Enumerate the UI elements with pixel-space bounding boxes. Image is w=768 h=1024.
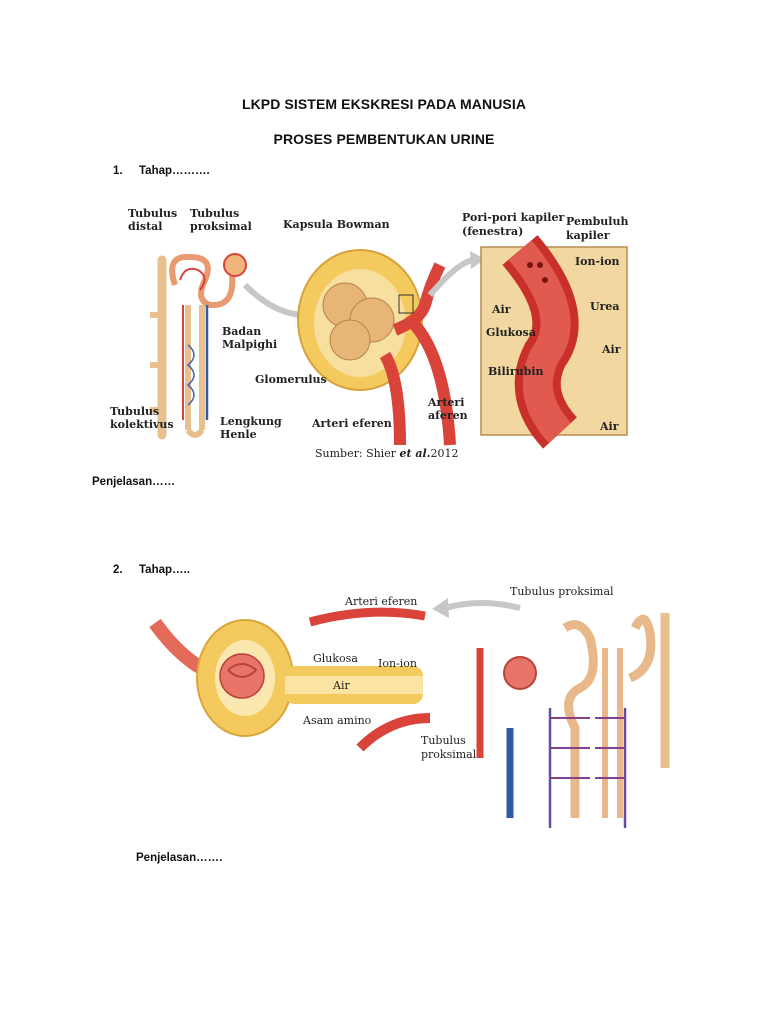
label-arteri-aferen-1: Arteri: [427, 396, 464, 409]
label-lengkung-henle-2: Henle: [220, 428, 257, 441]
label-tubulus-kolektivus-2: kolektivus: [110, 418, 174, 431]
document-subtitle: PROSES PEMBENTUKAN URINE: [273, 131, 495, 147]
bowman-capsule-illustration: [297, 249, 456, 446]
tubule-reabsorption-illustration: [149, 607, 431, 752]
step-1-number: 1.: [113, 165, 123, 177]
label-pori-pori-2: (fenestra): [462, 225, 523, 238]
label-pembuluh-kapiler-2: kapiler: [566, 229, 610, 242]
label-air-3: Air: [599, 420, 619, 433]
label-tubulus-kolektivus-1: Tubulus: [110, 405, 159, 418]
label-air-2: Air: [601, 343, 621, 356]
label-glukosa: Glukosa: [486, 326, 536, 339]
label-tubulus-proksimal-top: Tubulus proksimal: [510, 585, 614, 598]
step-2-explanation: Penjelasan…….: [136, 852, 223, 864]
label-ion-ion: Ion-ion: [575, 255, 620, 268]
step-1-label: Tahap……….: [139, 165, 210, 177]
document-title: LKPD SISTEM EKSKRESI PADA MANUSIA: [241, 96, 527, 112]
step-2-label: Tahap…..: [139, 564, 190, 576]
label-tubulus-distal-2: distal: [128, 220, 162, 233]
label-glomerulus: Glomerulus: [255, 373, 327, 386]
figure-2-reabsorption: Arteri eferen Tubulus proksimal Glukosa …: [149, 585, 670, 828]
step-1-explanation: Penjelasan……: [92, 476, 176, 488]
label-lengkung-henle-1: Lengkung: [220, 415, 282, 428]
figure-1-source: Sumber: Shier et al.2012: [315, 447, 459, 460]
step-2-heading: 2. Tahap…..: [113, 564, 190, 576]
label-pori-pori-1: Pori-pori kapiler: [462, 211, 564, 224]
label-air-fig2: Air: [332, 679, 350, 692]
label-ion-ion-2: Ion-ion: [378, 657, 417, 670]
capillary-closeup-illustration: [480, 235, 628, 449]
label-badan-malpighi-2: Malpighi: [222, 338, 277, 351]
label-air-1: Air: [491, 303, 511, 316]
label-badan-malpighi-1: Badan: [222, 325, 261, 338]
step-2-number: 2.: [113, 564, 123, 576]
nephron-network-illustration: [476, 613, 670, 828]
label-tubulus-distal-1: Tubulus: [128, 207, 177, 220]
label-arteri-eferen: Arteri eferen: [311, 417, 392, 430]
label-arteri-aferen-2: aferen: [428, 409, 468, 422]
label-glukosa-2: Glukosa: [313, 652, 358, 665]
label-arteri-eferen-2: Arteri eferen: [344, 595, 417, 608]
step-1-heading: 1. Tahap……….: [113, 165, 210, 177]
label-tubulus-proksimal-bottom-1: Tubulus: [421, 734, 466, 747]
label-tubulus-proksimal-2: proksimal: [190, 220, 252, 233]
label-pembuluh-kapiler-1: Pembuluh: [566, 215, 628, 228]
label-kapsula-bowman: Kapsula Bowman: [283, 218, 390, 231]
label-tubulus-proksimal-1: Tubulus: [190, 207, 239, 220]
label-tubulus-proksimal-bottom-2: proksimal: [421, 748, 477, 761]
label-asam-amino: Asam amino: [302, 714, 372, 727]
label-urea: Urea: [590, 300, 620, 313]
label-bilirubin: Bilirubin: [488, 365, 544, 378]
nephron-overview-illustration: [150, 253, 247, 440]
figure-1-nephron-filtration: Tubulus distal Tubulus proksimal Badan M…: [110, 207, 628, 460]
